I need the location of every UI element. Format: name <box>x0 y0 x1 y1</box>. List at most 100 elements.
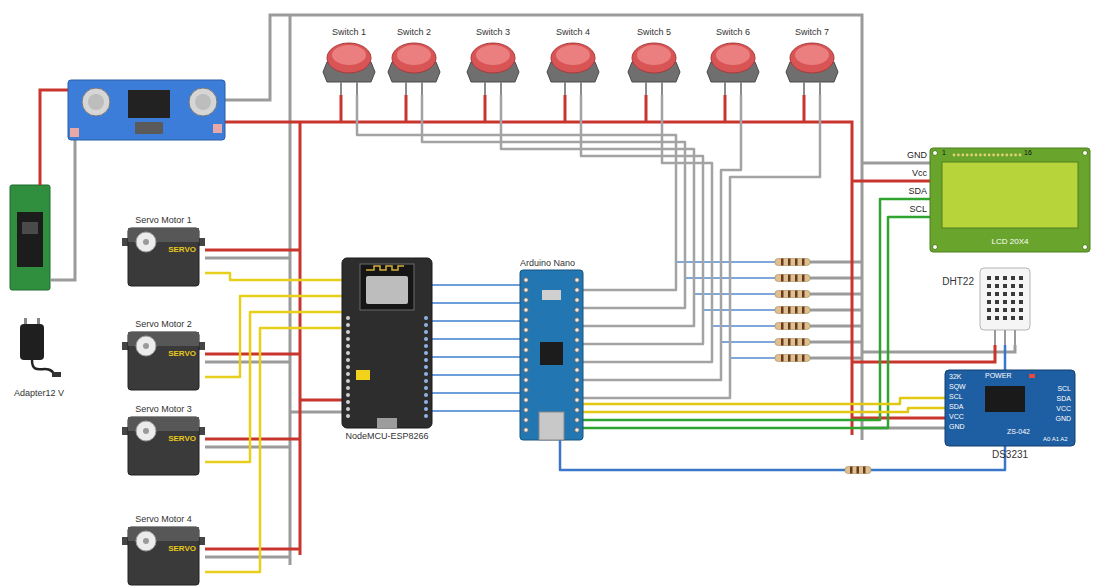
pin-label: VCC <box>949 413 964 421</box>
sensor-vent <box>1011 308 1015 312</box>
pin-label: GND <box>1055 415 1071 423</box>
pin <box>346 337 350 341</box>
pin <box>346 372 350 376</box>
pin <box>424 323 428 327</box>
button-cap-top <box>397 45 431 65</box>
ground-wire <box>50 15 1015 565</box>
header-pad <box>979 154 982 157</box>
sensor-vent <box>1019 292 1023 296</box>
board-marking: A0 A1 A2 <box>1043 436 1068 443</box>
component-shape <box>705 40 761 95</box>
component-shape <box>14 318 64 384</box>
usb-port <box>377 418 397 428</box>
servo-horn <box>136 232 156 252</box>
pin <box>424 407 428 411</box>
component-shape <box>122 228 205 286</box>
pin-label: Vcc <box>912 169 927 179</box>
button-cap-top <box>716 45 750 65</box>
sensor-vent <box>1011 284 1015 288</box>
wire <box>583 95 741 380</box>
button-leg <box>565 82 581 95</box>
capacitor-top <box>88 94 104 110</box>
mounting-hole <box>933 151 938 156</box>
component-label: Switch 7 <box>795 27 829 37</box>
pin-label: GND <box>949 423 965 431</box>
pin <box>524 408 529 413</box>
resistor-bands <box>781 259 806 266</box>
nodemcu-board: NodeMCU-ESP8266 <box>342 258 432 428</box>
component-shape <box>342 258 432 428</box>
servo-motor: Servo Motor 3SERVO <box>122 417 205 475</box>
button-cap-top <box>332 45 366 65</box>
pin <box>524 358 529 363</box>
buck-converter-board <box>68 80 225 140</box>
pin <box>346 358 350 362</box>
component-shape <box>978 268 1032 345</box>
sensor-vent <box>987 292 991 296</box>
button-cap <box>392 43 436 73</box>
pin-number: 1 <box>942 149 946 157</box>
wire <box>581 95 703 344</box>
adapter-plug <box>52 372 61 377</box>
pin-label: GND <box>907 151 927 161</box>
push-button: Switch 5 <box>626 40 682 95</box>
pin <box>575 348 580 353</box>
pin-label: SCL <box>1057 385 1071 393</box>
resistor-bands <box>781 307 806 314</box>
header-pad <box>1019 154 1022 157</box>
pin <box>575 358 580 363</box>
sensor-vent <box>1019 308 1023 312</box>
resistor-bands <box>781 291 806 298</box>
servo-motor: Servo Motor 4SERVO <box>122 527 205 585</box>
pin <box>424 400 428 404</box>
servo-body <box>128 332 199 390</box>
capacitor <box>189 88 217 116</box>
sensor-vent <box>1003 276 1007 280</box>
button-leg <box>341 82 357 95</box>
header-pad <box>992 154 995 157</box>
servo-shaft <box>143 343 149 349</box>
power-wire <box>40 90 995 555</box>
header-pad <box>957 154 960 157</box>
button-leg <box>804 82 820 95</box>
pin-label: SDA <box>908 187 927 197</box>
module-shield <box>366 276 408 304</box>
servo-marking: SERVO <box>168 544 196 553</box>
component-label: DS3231 <box>992 449 1028 461</box>
sensor-pin <box>995 330 1015 345</box>
component-shape <box>930 148 1090 252</box>
pin <box>575 408 580 413</box>
wire <box>432 285 520 411</box>
sensor-vent <box>1011 292 1015 296</box>
push-button: Switch 1 <box>321 40 377 95</box>
dc-jack <box>17 212 43 267</box>
pin <box>575 418 580 423</box>
rtc-board <box>945 370 1075 446</box>
component-label: DHT22 <box>942 276 974 288</box>
header-pad <box>1010 154 1013 157</box>
header-pad <box>997 154 1000 157</box>
sensor-vent <box>1011 276 1015 280</box>
pin <box>346 365 350 369</box>
pin <box>346 316 350 320</box>
resistor-bands <box>781 323 806 330</box>
pin <box>424 330 428 334</box>
pin <box>346 351 350 355</box>
resistor-symbol <box>775 355 810 362</box>
component-label: Adapter12 V <box>14 388 64 398</box>
resistor-symbol <box>775 275 810 282</box>
component-label: Switch 5 <box>637 27 671 37</box>
pin <box>524 298 529 303</box>
wire <box>205 328 342 572</box>
pin <box>575 318 580 323</box>
servo-body <box>128 417 199 475</box>
pin <box>524 418 529 423</box>
resistor-symbol <box>845 467 871 474</box>
button-cap <box>471 43 515 73</box>
pin <box>575 338 580 343</box>
pin <box>424 358 428 362</box>
sensor-vent <box>1019 316 1023 320</box>
wire <box>205 312 342 462</box>
pin-label: SQW <box>949 383 966 391</box>
servo-body <box>128 228 199 286</box>
